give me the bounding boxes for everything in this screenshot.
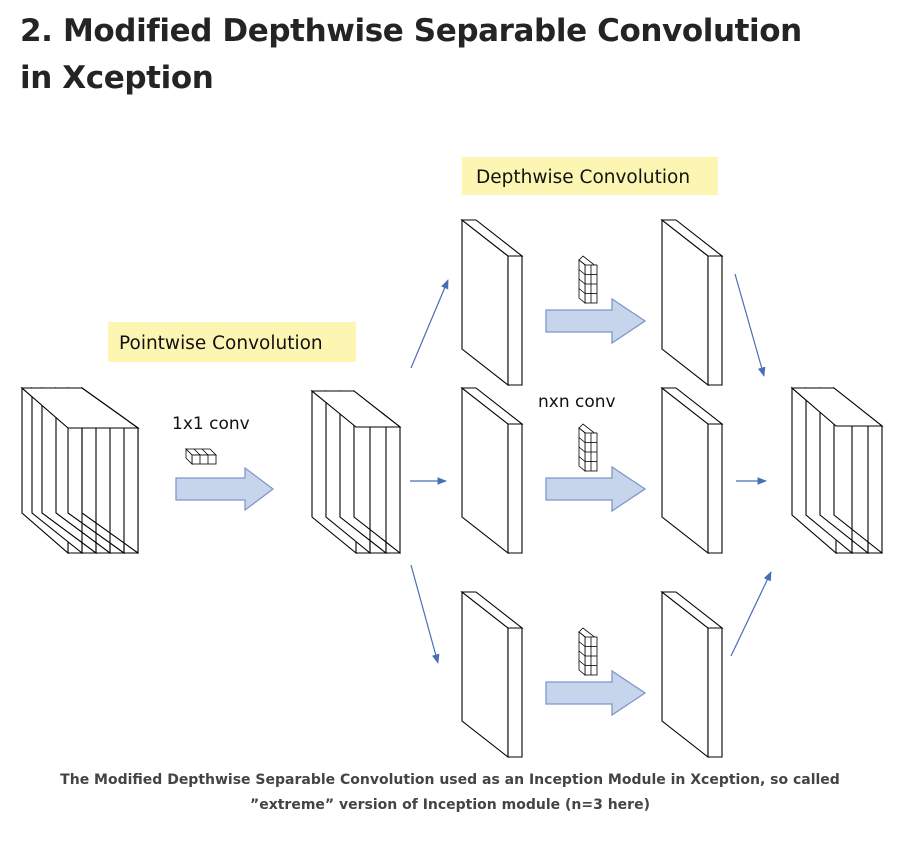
input-feature-maps bbox=[20, 386, 140, 555]
depthwise-output-slab-3 bbox=[660, 590, 724, 759]
depthwise-branches bbox=[460, 218, 724, 759]
depthwise-op-label: nxn conv bbox=[538, 392, 616, 412]
figure-caption-line-1: The Modified Depthwise Separable Convolu… bbox=[60, 772, 840, 788]
connector-from-branch-1 bbox=[734, 273, 766, 377]
depthwise-convolution-label: Depthwise Convolution bbox=[462, 157, 718, 195]
depthwise-input-slab-1 bbox=[460, 218, 524, 387]
pointwise-convolution-label-text: Pointwise Convolution bbox=[119, 333, 323, 354]
depthwise-input-slab-2 bbox=[460, 386, 524, 555]
connector-from-branch-3 bbox=[730, 571, 772, 657]
connector-to-branch-1 bbox=[410, 279, 449, 369]
depthwise-kernel-icon-3 bbox=[578, 627, 598, 676]
pointwise-convolution-label: Pointwise Convolution bbox=[108, 322, 356, 362]
pointwise-flow-arrow bbox=[175, 466, 275, 512]
output-feature-maps bbox=[790, 386, 884, 555]
page-title-line-1: 2. Modified Depthwise Separable Convolut… bbox=[20, 13, 802, 49]
page-title: 2. Modified Depthwise Separable Convolut… bbox=[20, 8, 880, 102]
pointwise-output-maps bbox=[310, 389, 402, 555]
page-title-line-2: in Xception bbox=[20, 60, 214, 96]
depthwise-flow-arrow-2 bbox=[545, 465, 647, 513]
pointwise-op-label: 1x1 conv bbox=[172, 414, 250, 434]
figure-caption: The Modified Depthwise Separable Convolu… bbox=[20, 768, 880, 818]
depthwise-convolution-label-text: Depthwise Convolution bbox=[476, 167, 690, 188]
depthwise-flow-arrow-1 bbox=[545, 297, 647, 345]
pointwise-kernel-icon bbox=[185, 448, 217, 465]
depthwise-kernel-icon-2 bbox=[578, 423, 598, 472]
connector-to-branch-3 bbox=[410, 564, 440, 664]
depthwise-output-slab-1 bbox=[660, 218, 724, 387]
figure-caption-line-2: ”extreme” version of Inception module (n… bbox=[250, 797, 650, 813]
depthwise-input-slab-3 bbox=[460, 590, 524, 759]
depthwise-output-slab-2 bbox=[660, 386, 724, 555]
depthwise-flow-arrow-3 bbox=[545, 669, 647, 717]
depthwise-kernel-icon-1 bbox=[578, 255, 598, 304]
